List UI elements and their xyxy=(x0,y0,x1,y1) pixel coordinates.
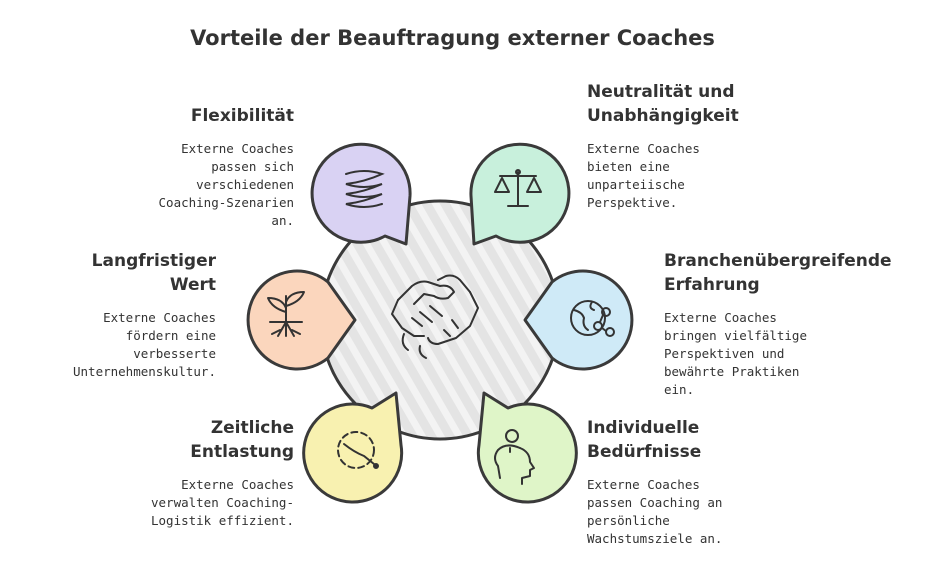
petal-neutralitaet xyxy=(469,142,571,246)
benefit-title: Individuelle Bedürfnisse xyxy=(587,418,702,462)
globe-network-icon xyxy=(570,300,615,337)
benefit-title: Langfristiger Wert xyxy=(91,251,216,295)
benefit-neutralitaet: Neutralität und Unabhängigkeit Externe C… xyxy=(587,80,847,212)
benefit-flexibilitaet: Flexibilität Externe Coaches passen sich… xyxy=(34,104,294,230)
scale-icon xyxy=(494,169,542,207)
benefit-individuell: Individuelle Bedürfnisse Externe Coaches… xyxy=(587,416,847,548)
stopwatch-icon xyxy=(337,431,379,469)
benefit-description: Externe Coaches bieten eine unparteiisch… xyxy=(587,141,700,210)
benefit-title: Zeitliche Entlastung xyxy=(190,418,294,462)
benefit-branchen: Branchenübergreifende Erfahrung Externe … xyxy=(664,249,934,399)
page-title: Vorteile der Beauftragung externer Coach… xyxy=(190,26,715,50)
petal-individuell xyxy=(476,391,578,504)
benefit-title: Flexibilität xyxy=(190,106,294,126)
sprout-icon xyxy=(267,291,305,337)
benefit-langfristig: Langfristiger Wert Externe Coaches förde… xyxy=(0,249,216,381)
benefit-description: Externe Coaches passen sich verschiedene… xyxy=(158,141,294,228)
petal-branchen xyxy=(523,269,634,371)
benefit-description: Externe Coaches passen Coaching an persö… xyxy=(587,477,723,546)
petal-zeitlich xyxy=(302,391,404,504)
benefit-title: Branchenübergreifende Erfahrung xyxy=(664,251,892,295)
benefit-zeitlich: Zeitliche Entlastung Externe Coaches ver… xyxy=(34,416,294,530)
benefit-description: Externe Coaches verwalten Coaching- Logi… xyxy=(151,477,294,528)
benefit-description: Externe Coaches fördern eine verbesserte… xyxy=(73,310,216,379)
petal-flexibilitaet xyxy=(310,142,412,246)
petal-langfristig xyxy=(246,269,357,371)
spring-icon xyxy=(345,170,385,208)
benefit-description: Externe Coaches bringen vielfältige Pers… xyxy=(664,310,807,397)
person-head-icon xyxy=(494,429,535,485)
handshake-icon xyxy=(391,274,479,359)
benefit-title: Neutralität und Unabhängigkeit xyxy=(587,82,739,126)
